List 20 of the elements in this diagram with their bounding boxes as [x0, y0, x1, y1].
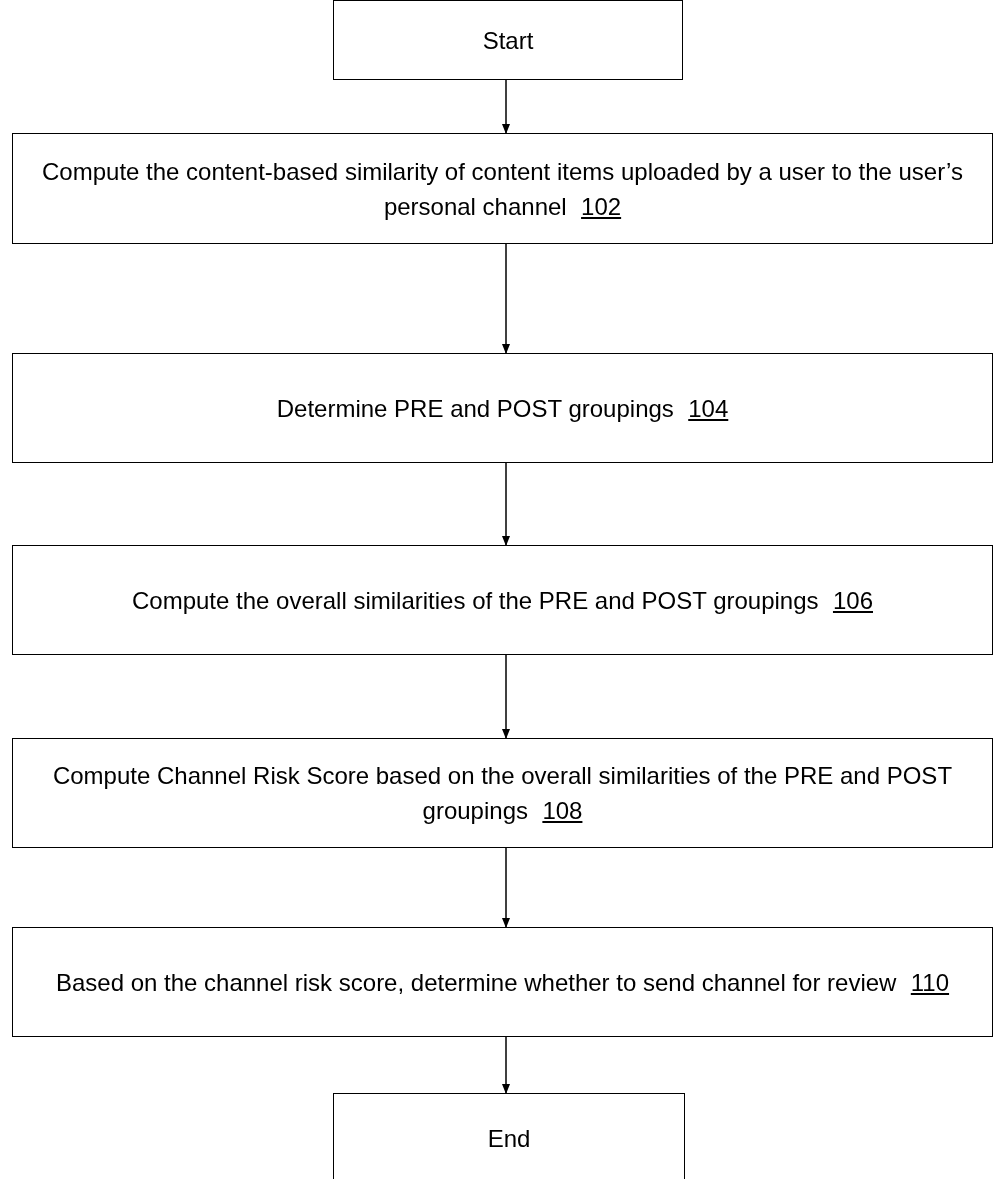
arrow — [502, 79, 510, 134]
step-text: End — [487, 1123, 531, 1154]
arrow — [502, 654, 510, 739]
arrow — [502, 1036, 510, 1094]
step-text: Compute the content-based similarity of content items uploaded by a user to the user’s personal channel 102 — [41, 156, 964, 222]
arrow — [502, 462, 510, 546]
process-box — [12, 133, 993, 244]
process-box — [12, 927, 993, 1037]
step-text: Determine PRE and POST groupings 104 — [276, 393, 729, 424]
step-text: Based on the channel risk score, determine whether to send channel for review 110 — [55, 967, 950, 998]
process-box — [12, 545, 993, 655]
process-box — [333, 1093, 685, 1179]
process-box — [12, 353, 993, 463]
process-box — [12, 738, 993, 848]
arrow — [502, 243, 510, 354]
step-text: Start — [482, 25, 534, 56]
process-box — [333, 0, 683, 80]
arrow — [502, 847, 510, 928]
step-text: Compute the overall similarities of the PRE and POST groupings 106 — [132, 585, 873, 616]
step-text: Compute Channel Risk Score based on the overall similarities of the PRE and POST groupings 108 — [51, 761, 954, 826]
